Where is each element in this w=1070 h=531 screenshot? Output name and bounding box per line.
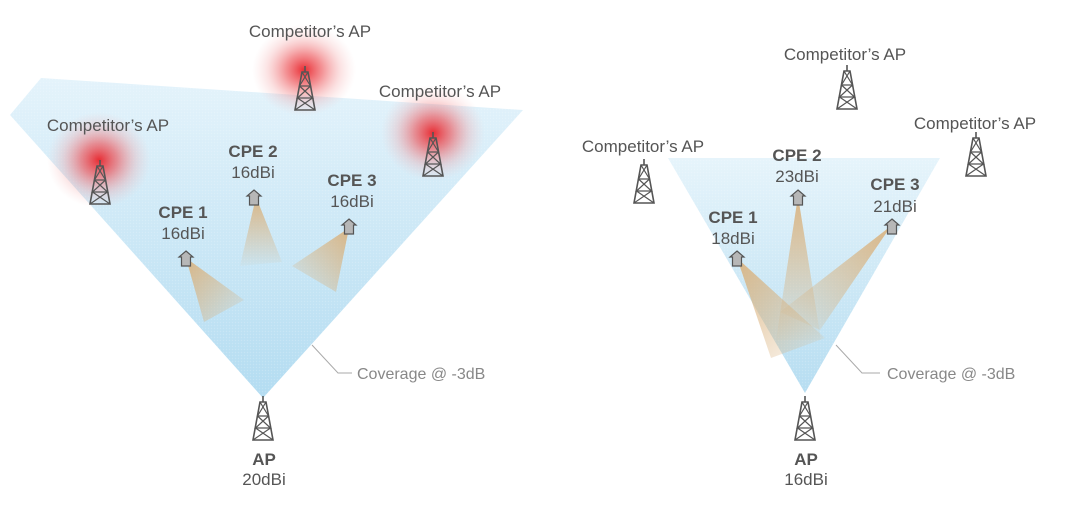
right-competitor-label-1: Competitor’s AP [582, 137, 704, 156]
right-competitor-tower-icon-3 [965, 131, 987, 177]
left-ap-gain: 20dBi [242, 470, 285, 489]
left-interference-2 [252, 24, 356, 116]
right-cpe2-name: CPE 2 [772, 146, 821, 165]
right-cpe3-gain: 21dBi [873, 197, 916, 216]
left-cpe2-beam [240, 197, 282, 266]
right-cpe1-gain: 18dBi [711, 229, 754, 248]
right-ap-gain: 16dBi [784, 470, 827, 489]
right-competitor-tower-icon-2 [836, 64, 858, 110]
left-cpe3-name: CPE 3 [327, 171, 376, 190]
left-coverage-label: Coverage @ -3dB [357, 366, 485, 383]
right-coverage-leader [835, 344, 880, 374]
left-ap-name: AP [252, 450, 276, 469]
right-cpe3-beam [780, 226, 891, 330]
right-cpe2-gain: 23dBi [775, 167, 818, 186]
left-diagram: Competitor’s AP Competitor’s AP Competit… [10, 22, 523, 489]
right-diagram: Competitor’s AP Competitor’s AP Competit… [582, 45, 1036, 489]
left-cpe3-gain: 16dBi [330, 192, 373, 211]
left-competitor-label-2: Competitor’s AP [249, 22, 371, 41]
right-competitor-label-2: Competitor’s AP [784, 45, 906, 64]
left-competitor-label-1: Competitor’s AP [47, 116, 169, 135]
left-ap-tower-icon [252, 395, 274, 441]
left-cpe1-name: CPE 1 [158, 203, 207, 222]
left-coverage-leader [311, 344, 352, 374]
left-cpe2-gain: 16dBi [231, 163, 274, 182]
right-cpe1-name: CPE 1 [708, 208, 757, 227]
right-ap-tower-icon [794, 395, 816, 441]
left-competitor-label-3: Competitor’s AP [379, 82, 501, 101]
left-cpe2-name: CPE 2 [228, 142, 277, 161]
right-competitor-tower-icon-1 [633, 158, 655, 204]
right-cpe3-name: CPE 3 [870, 175, 919, 194]
left-cpe3-beam [292, 228, 349, 292]
left-interference-1 [47, 112, 151, 208]
left-cpe1-beam [186, 258, 244, 322]
right-coverage-label: Coverage @ -3dB [887, 366, 1015, 383]
right-competitor-label-3: Competitor’s AP [914, 114, 1036, 133]
left-cpe1-gain: 16dBi [161, 224, 204, 243]
right-ap-name: AP [794, 450, 818, 469]
